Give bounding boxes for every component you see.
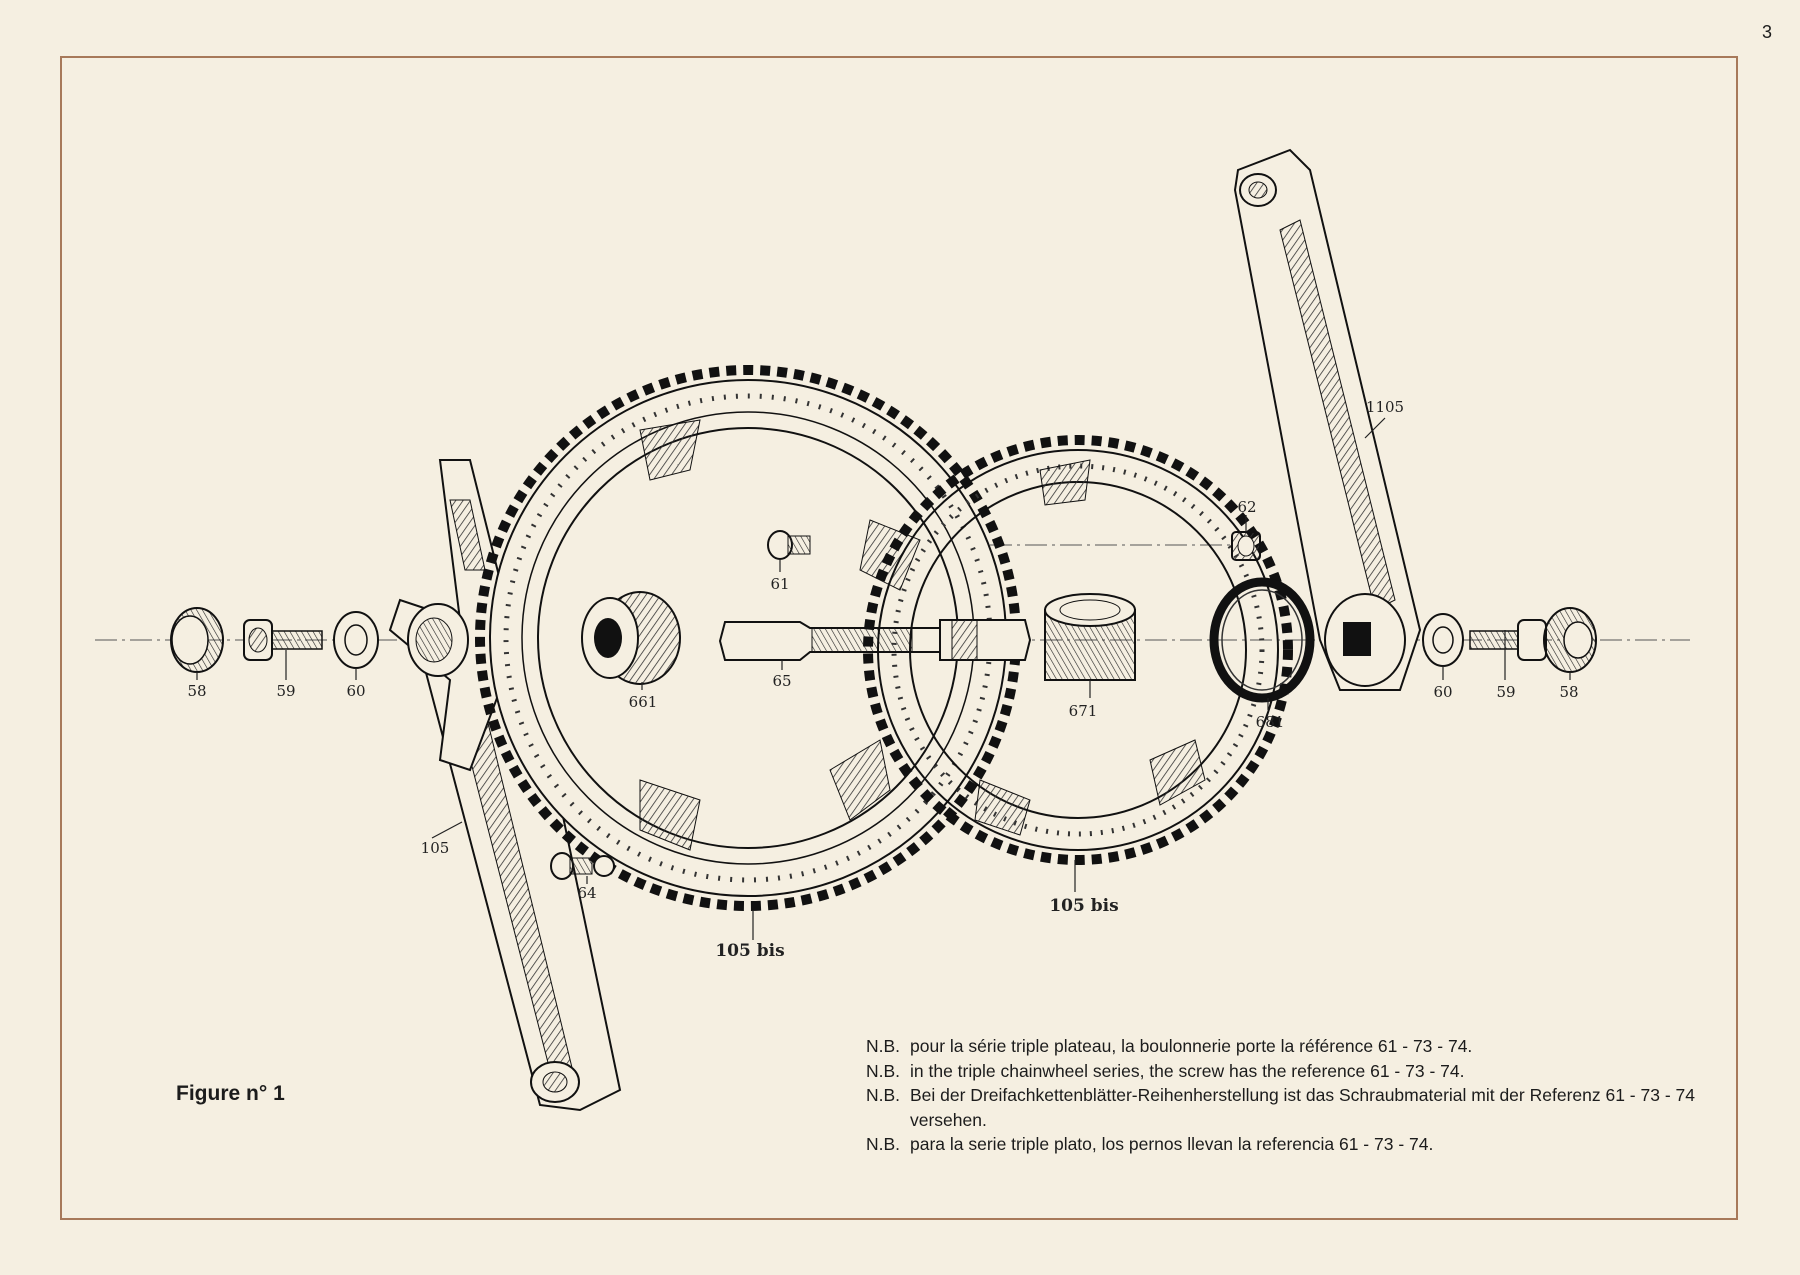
crank-bolt-left <box>243 619 323 661</box>
chainring-bolt-64 <box>550 852 615 880</box>
washer-right <box>1422 613 1464 667</box>
label-105bis-large: 105 bis <box>715 941 784 961</box>
chainring-nut-62 <box>1231 531 1261 561</box>
note-prefix: N.B. <box>866 1134 901 1154</box>
note-text: para la serie triple plato, los pernos l… <box>910 1134 1434 1154</box>
label-105bis-small: 105 bis <box>1049 896 1118 916</box>
label-59-right: 59 <box>1496 683 1515 701</box>
left-crank-arm <box>1233 148 1422 691</box>
bottom-bracket-cup-671 <box>1044 593 1136 681</box>
note-text: in the triple chainwheel series, the scr… <box>910 1060 1465 1081</box>
label-681: 681 <box>1256 713 1285 731</box>
figure-frame <box>60 56 1738 1220</box>
crank-bolt-right <box>1469 619 1547 661</box>
leader-lines <box>196 417 1571 940</box>
label-1105: 1105 <box>1366 398 1404 416</box>
note-text: Bei der Dreifachkettenblätter-Reihenhers… <box>910 1085 1695 1130</box>
note-spanish: N.B. para la serie triple plato, los per… <box>866 1132 1706 1157</box>
note-german: N.B. Bei der Dreifachkettenblätter-Reihe… <box>866 1083 1706 1132</box>
note-prefix: N.B. <box>866 1085 901 1105</box>
label-59-left: 59 <box>276 682 295 700</box>
small-chainring <box>863 435 1293 865</box>
dust-cap-right <box>1543 607 1597 673</box>
figure-caption: Figure n° 1 <box>176 1082 285 1105</box>
label-62: 62 <box>1237 498 1256 516</box>
note-prefix: N.B. <box>866 1060 901 1081</box>
note-english: N.B. in the triple chainwheel series, th… <box>866 1059 1706 1084</box>
chainring-screw-61 <box>767 530 811 560</box>
label-671: 671 <box>1069 702 1098 720</box>
dust-cap-left <box>170 607 224 673</box>
label-61: 61 <box>770 575 789 593</box>
label-60-right: 60 <box>1433 683 1452 701</box>
label-105: 105 <box>421 839 450 857</box>
lock-ring-681 <box>1209 577 1315 703</box>
label-58-left: 58 <box>187 682 206 700</box>
label-64: 64 <box>577 884 596 902</box>
note-french: N.B. pour la série triple plateau, la bo… <box>866 1034 1706 1059</box>
page-number: 3 <box>1762 22 1773 42</box>
washer-left <box>333 611 379 669</box>
label-661: 661 <box>629 693 658 711</box>
label-60-left: 60 <box>346 682 365 700</box>
label-58-right: 58 <box>1559 683 1578 701</box>
label-65: 65 <box>772 672 791 690</box>
notes-block: N.B. pour la série triple plateau, la bo… <box>866 1034 1706 1157</box>
note-prefix: N.B. <box>866 1036 901 1056</box>
bottom-bracket-cup-661 <box>581 591 681 685</box>
note-text: pour la série triple plateau, la boulonn… <box>910 1036 1473 1056</box>
